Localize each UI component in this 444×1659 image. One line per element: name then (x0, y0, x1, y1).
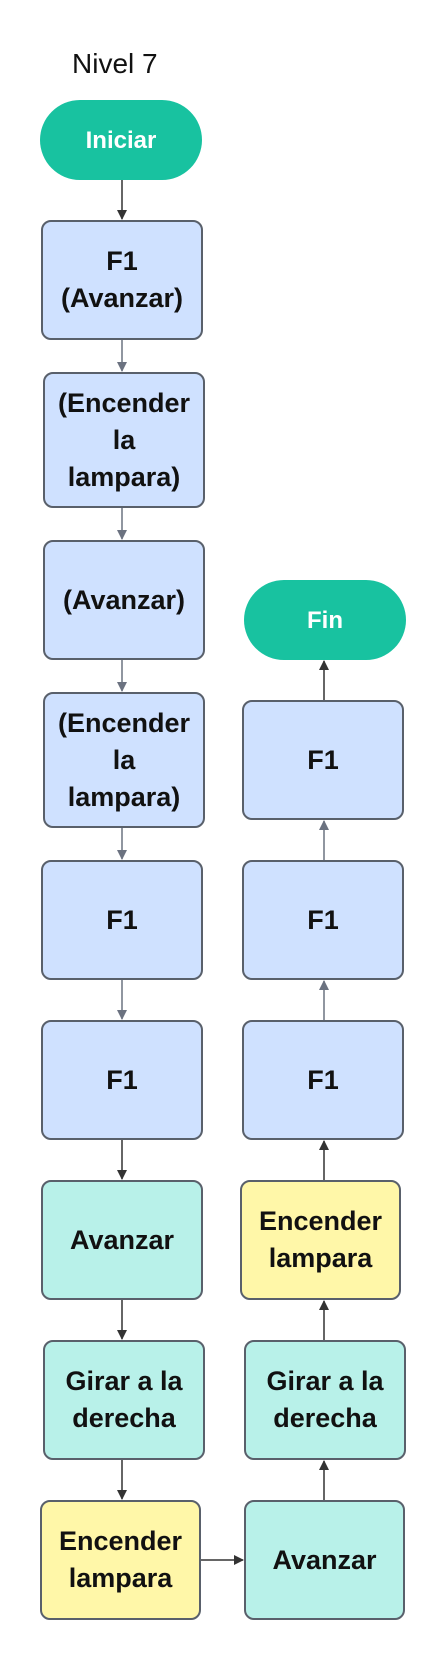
step-avanzar-left: Avanzar (41, 1180, 203, 1300)
step-f1-avanzar: F1(Avanzar) (41, 220, 203, 340)
step-f1-b: F1 (41, 1020, 203, 1140)
start-node: Iniciar (40, 100, 202, 180)
step-avanzar-right: Avanzar (244, 1500, 405, 1620)
step-f1-a: F1 (41, 860, 203, 980)
step-avanzar-paren: (Avanzar) (43, 540, 205, 660)
step-f1-right-c: F1 (242, 700, 404, 820)
step-f1-right-a: F1 (242, 1020, 404, 1140)
step-f1-right-b: F1 (242, 860, 404, 980)
diagram-title: Nivel 7 (72, 48, 158, 79)
end-node: Fin (244, 580, 406, 660)
